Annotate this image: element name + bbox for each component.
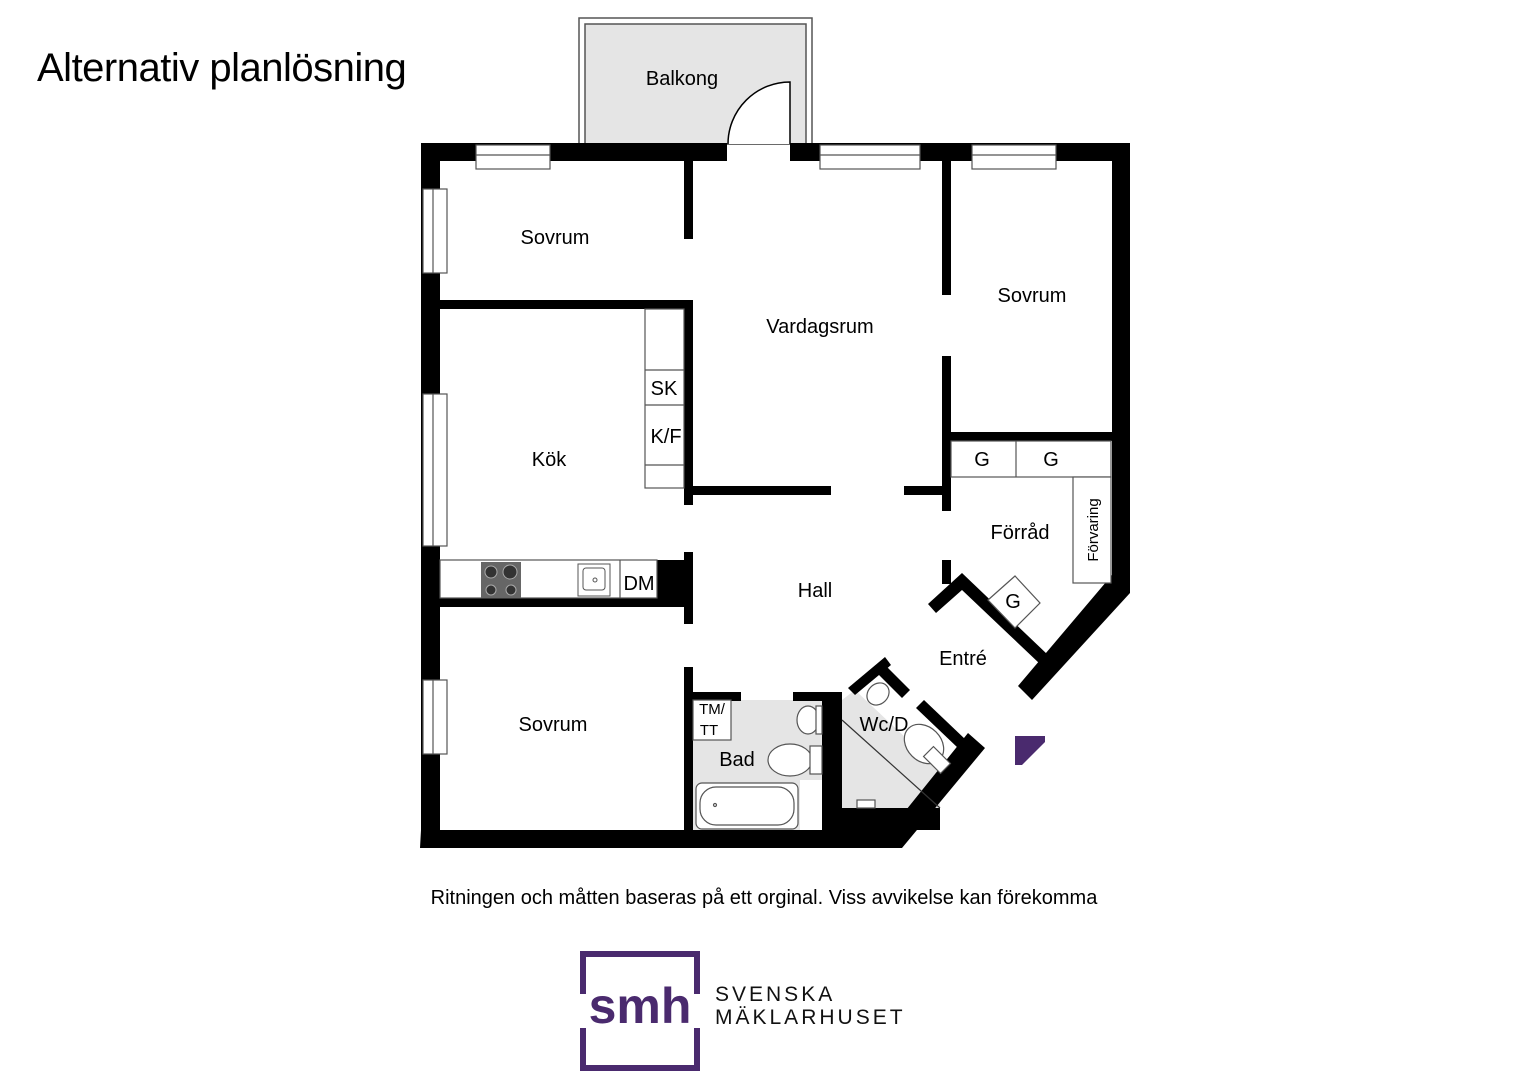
- fixture-label-kf: K/F: [650, 426, 681, 448]
- fixture-label-dm: DM: [623, 573, 654, 595]
- fixture-label-g3: G: [1005, 591, 1021, 613]
- disclaimer-text: Ritningen och måtten baseras på ett orgi…: [430, 887, 1098, 909]
- interior-walls: [440, 160, 1122, 830]
- room-label-hall: Hall: [798, 580, 832, 602]
- room-label-sovrum-bottom: Sovrum: [519, 714, 588, 736]
- balcony-door: [727, 81, 791, 145]
- room-label-kok: Kök: [532, 449, 567, 471]
- smh-logo-icon: smh: [579, 951, 701, 1071]
- plan-title: Alternativ planlösning: [37, 46, 407, 90]
- room-label-sovrum-right: Sovrum: [998, 285, 1067, 307]
- balcony: [578, 17, 813, 145]
- stove-icon: [481, 562, 521, 598]
- fixture-label-tm: TM/: [699, 701, 726, 718]
- entry-arrow-icon: [1015, 736, 1045, 765]
- windows: [422, 144, 1057, 755]
- room-label-sovrum-top: Sovrum: [521, 227, 590, 249]
- brand-name-line2: MÄKLARHUSET: [715, 1006, 906, 1029]
- logo-mark: smh: [589, 978, 692, 1034]
- sink-icon: [577, 563, 611, 597]
- fixture-label-g1: G: [974, 449, 990, 471]
- room-label-vardagsrum: Vardagsrum: [766, 316, 873, 338]
- room-label-bad: Bad: [719, 749, 755, 771]
- fixture-label-forvaring: Förvaring: [1085, 498, 1102, 561]
- kitchen-fixtures: [439, 308, 685, 599]
- room-label-balkong: Balkong: [646, 68, 718, 90]
- room-label-entre: Entré: [939, 648, 987, 670]
- fixture-label-g2: G: [1043, 449, 1059, 471]
- room-label-wcd: Wc/D: [860, 714, 909, 736]
- fixture-label-sk: SK: [651, 378, 678, 400]
- fixture-label-tt: TT: [700, 722, 718, 739]
- bathroom-fixtures: [692, 699, 941, 830]
- closets: [950, 440, 1112, 629]
- wc-floor: [842, 690, 940, 808]
- wc-fixtures: [856, 682, 952, 809]
- brand-name-line1: SVENSKA: [715, 983, 836, 1006]
- floor-plan: Balkong Sovrum Vardagsrum Sovrum Kök Hal…: [420, 17, 1130, 848]
- room-label-forrad: Förråd: [991, 522, 1050, 544]
